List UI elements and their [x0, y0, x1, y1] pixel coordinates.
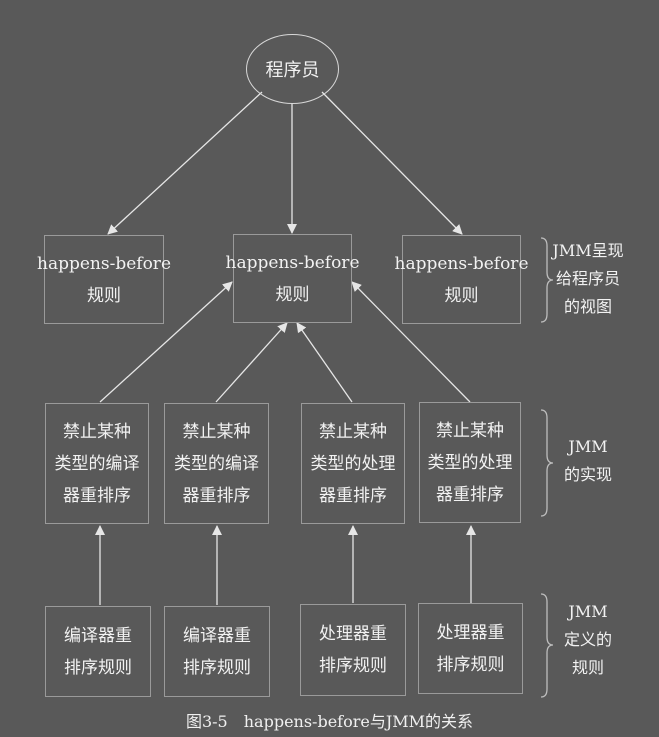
box-line: 器重排序: [182, 485, 251, 506]
programmer-node: 程序员: [246, 34, 339, 104]
compiler-reorder-ban-box-2: 禁止某种 类型的编译 器重排序: [164, 403, 269, 524]
side-label-line: JMM: [568, 602, 608, 621]
arrow-mid2-to-center: [215, 322, 288, 403]
box-line: 排序规则: [183, 657, 251, 678]
side-label-line: 定义的: [563, 630, 612, 649]
side-label-line: JMM: [568, 437, 608, 456]
processor-reorder-rule-box-2: 处理器重 排序规则: [418, 603, 523, 694]
figure-caption: 图3-5 happens-before与JMM的关系: [185, 712, 474, 731]
happens-before-box-center: happens-before 规则: [226, 234, 360, 323]
side-label-line: 的实现: [563, 465, 612, 484]
side-label-line: 规则: [571, 658, 604, 677]
box-line: 禁止某种: [63, 421, 131, 442]
arrow-mid1-to-center: [99, 281, 233, 403]
box-line: 规则: [275, 284, 310, 305]
box-line: 禁止某种: [436, 420, 504, 441]
box-line: 禁止某种: [182, 421, 251, 442]
box-line: 器重排序: [63, 485, 131, 506]
box-line: 器重排序: [436, 484, 504, 505]
happens-before-box-right: happens-before 规则: [395, 235, 529, 324]
box-line: 类型的编译: [174, 453, 259, 474]
arrow-mid3-to-center: [296, 322, 353, 403]
side-label-jmm-implementation: JMM 的实现: [543, 433, 633, 489]
box-line: 排序规则: [319, 656, 387, 676]
box-line: happens-before: [37, 253, 171, 274]
side-label-jmm-view: JMM呈现 给程序员 的视图: [543, 237, 633, 321]
brace-rules: [540, 593, 554, 698]
box-line: 编译器重: [64, 625, 132, 646]
box-line: happens-before: [394, 253, 529, 274]
side-label-line: JMM呈现: [552, 241, 624, 260]
brace-view: [540, 237, 554, 323]
side-label-line: 给程序员: [555, 269, 620, 288]
box-line: 器重排序: [319, 485, 387, 506]
compiler-reorder-ban-box-1: 禁止某种 类型的编译 器重排序: [45, 403, 149, 524]
box-line: 禁止某种: [319, 421, 387, 442]
box-line: 编译器重: [183, 625, 251, 646]
processor-reorder-rule-box-1: 处理器重 排序规则: [300, 604, 406, 696]
box-line: 规则: [444, 285, 479, 306]
arrow-root-to-left: [107, 91, 263, 235]
side-label-jmm-rules: JMM 定义的 规则: [543, 598, 633, 682]
programmer-label: 程序员: [265, 60, 320, 81]
box-line: 处理器重: [436, 622, 505, 643]
box-line: 排序规则: [436, 654, 505, 675]
box-line: 类型的处理: [310, 453, 396, 474]
box-line: 规则: [87, 285, 121, 306]
box-line: happens-before: [225, 252, 360, 273]
side-label-line: 的视图: [563, 297, 612, 316]
box-line: 类型的编译: [54, 453, 140, 474]
compiler-reorder-rule-box-1: 编译器重 排序规则: [45, 606, 151, 697]
box-line: 处理器重: [319, 624, 387, 644]
arrow-root-to-right: [321, 91, 463, 235]
processor-reorder-ban-box-2: 禁止某种 类型的处理 器重排序: [419, 402, 521, 523]
processor-reorder-ban-box-1: 禁止某种 类型的处理 器重排序: [301, 403, 405, 524]
box-line: 类型的处理: [427, 452, 513, 473]
compiler-reorder-rule-box-2: 编译器重 排序规则: [164, 606, 270, 697]
happens-before-box-left: happens-before 规则: [37, 235, 171, 324]
brace-implementation: [540, 409, 554, 517]
arrow-mid4-to-center: [351, 281, 471, 403]
box-line: 排序规则: [64, 657, 132, 678]
